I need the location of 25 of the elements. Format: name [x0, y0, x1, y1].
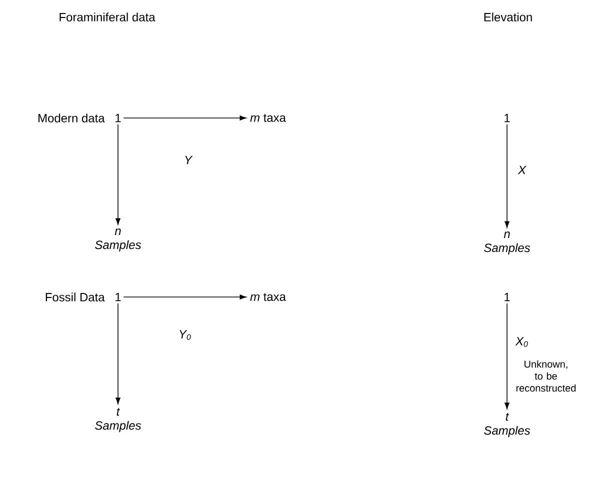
matrix-label: Y: [185, 156, 193, 164]
index-label: 1: [504, 114, 510, 122]
edge-label: X$_{0}$: [515, 337, 528, 347]
column-heading: Elevation: [484, 12, 532, 22]
taxa-label: m taxa: [250, 114, 286, 122]
index-label: 1: [504, 292, 510, 302]
arrow: [504, 124, 510, 228]
index-label: 1: [116, 292, 121, 302]
sample-label: t Samples: [95, 408, 142, 432]
row-label: Fossil Data: [46, 292, 105, 302]
sample-label: n Samples: [95, 228, 142, 252]
sample-label: t Samples: [484, 412, 530, 438]
column-heading: Foraminiferal data: [60, 12, 156, 22]
arrow: [116, 303, 120, 404]
matrix-label: Y$_{0}$: [180, 330, 191, 340]
arrow: [504, 303, 510, 410]
arrow: [123, 294, 246, 300]
row-label: Modern data: [38, 114, 105, 122]
index-label: 1: [116, 114, 121, 122]
arrow: [116, 124, 120, 225]
arrow: [123, 116, 246, 120]
sample-label: n Samples: [484, 232, 530, 254]
note: Unknown, to be reconstructed: [516, 360, 576, 392]
taxa-label: m taxa: [250, 293, 286, 301]
edge-label: X: [518, 166, 526, 174]
